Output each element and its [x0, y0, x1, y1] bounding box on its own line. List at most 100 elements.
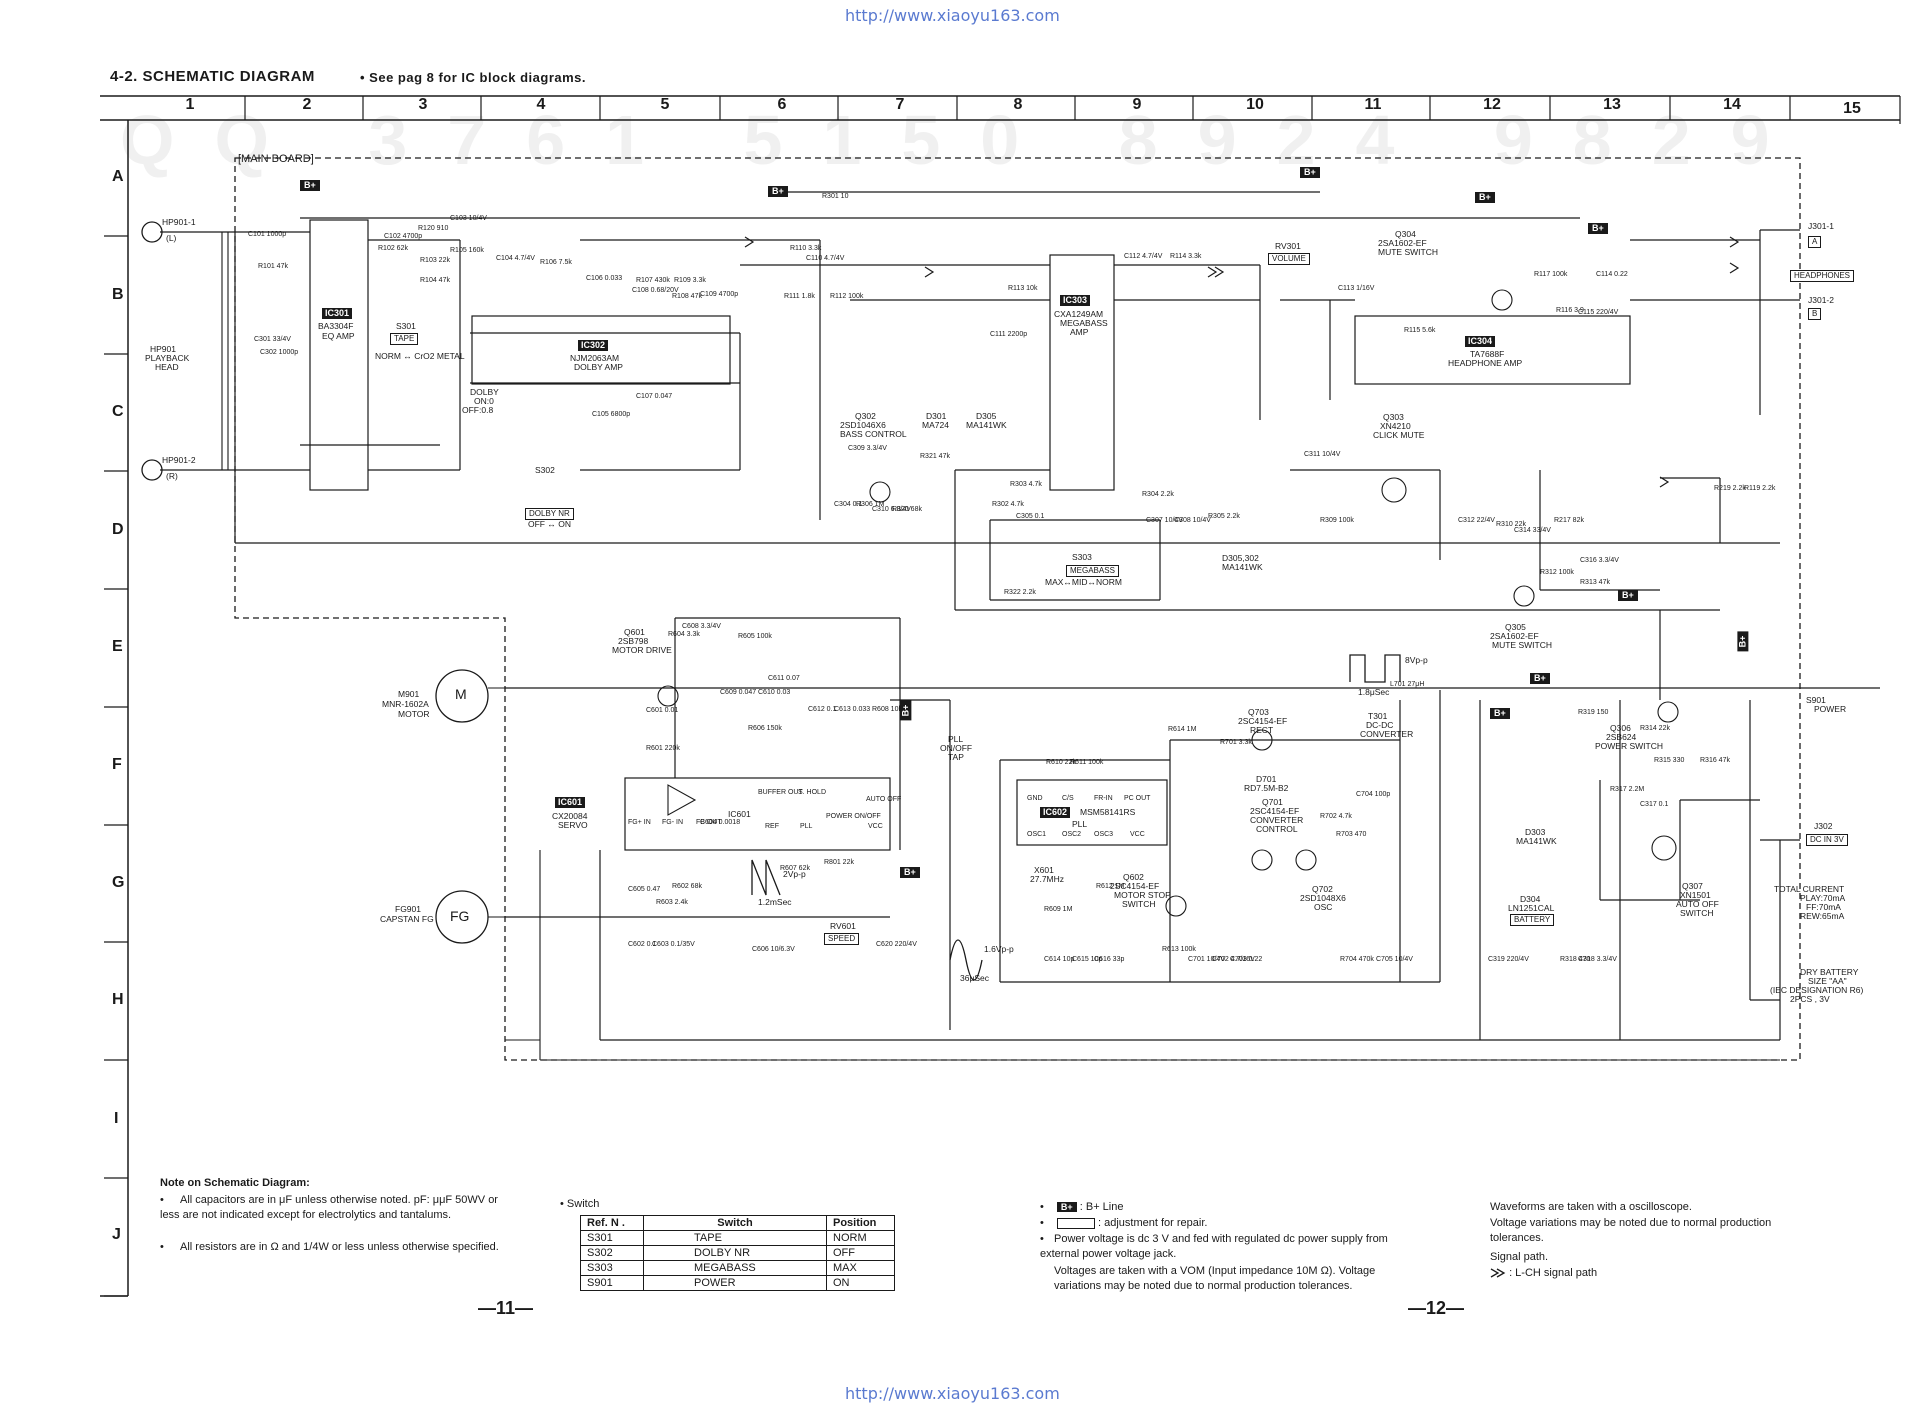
play-current: PLAY:70mA: [1800, 893, 1846, 903]
component-value: C620 220/4V: [876, 941, 917, 948]
q307-part: XN1501: [1680, 890, 1711, 900]
adjust-legend-text: : adjustment for repair.: [1097, 1217, 1208, 1229]
waveform-note: Waveforms are taken with a oscilloscope.: [1490, 1201, 1692, 1213]
component-value: R217 82k: [1554, 517, 1584, 524]
ic602-pin: C/S: [1062, 795, 1074, 802]
pll-tap: TAP: [948, 752, 964, 762]
rv301-box[interactable]: VOLUME: [1268, 253, 1310, 265]
q703-desc: RECT: [1250, 725, 1274, 735]
component-value: C703 0.22: [1230, 956, 1263, 963]
component-value: C612 0.1: [808, 706, 837, 713]
component-value: C307 10/4V: [1146, 517, 1183, 524]
component-value: R303 4.7k: [1010, 481, 1042, 488]
ic304-part: TA7688F: [1470, 349, 1505, 359]
component-value: C616 33p: [1094, 956, 1125, 963]
table-cell: S301: [580, 1230, 644, 1246]
component-value: C102 4700p: [384, 233, 423, 240]
s302-label: S302: [535, 465, 555, 475]
q304-desc: MUTE SWITCH: [1378, 247, 1438, 257]
ic601-pin: FG- IN: [662, 819, 683, 826]
ic601-pin: VCC: [868, 823, 883, 830]
s301-box[interactable]: TAPE: [390, 333, 419, 345]
q305-desc: MUTE SWITCH: [1492, 640, 1552, 650]
component-value: C615 10p: [1072, 956, 1103, 963]
q702-label: Q702: [1312, 884, 1333, 894]
voltage-var-note: Voltage variations may be noted due to n…: [1490, 1217, 1772, 1244]
dolby-on-label: DOLBY: [470, 387, 499, 397]
s303-pos: MAX↔MID↔NORM: [1045, 577, 1122, 587]
component-value: R111 1.8k: [784, 293, 815, 300]
component-value: R614 1M: [1168, 726, 1197, 733]
component-value: R309 100k: [1320, 517, 1354, 524]
d304-label: D304: [1520, 894, 1541, 904]
headphones-box[interactable]: HEADPHONES: [1790, 270, 1855, 282]
hp901-desc1: PLAYBACK: [145, 353, 190, 363]
component-value: C605 0.47: [628, 886, 661, 893]
bplus-badge: B+: [1588, 223, 1608, 234]
rv601-label: RV601: [830, 921, 856, 931]
component-value: C110 4.7/4V: [806, 255, 845, 262]
q302-desc: BASS CONTROL: [840, 429, 907, 439]
q304-part: 2SA1602-EF: [1378, 238, 1427, 248]
component-value: R313 47k: [1580, 579, 1610, 586]
col-5: 5: [660, 96, 670, 113]
component-value: C107 0.047: [636, 393, 673, 400]
ic601-pin: AUTO OFF: [866, 796, 902, 803]
component-value: C113 1/16V: [1338, 285, 1375, 292]
q703-part: 2SC4154-EF: [1238, 716, 1288, 726]
component-value: R316 47k: [1700, 757, 1730, 764]
component-value: R320 68k: [892, 506, 922, 513]
rv301-label: RV301: [1275, 241, 1301, 251]
ic602-pin: OSC3: [1094, 831, 1114, 838]
row-b: B: [112, 286, 124, 303]
d303-part: MA141WK: [1516, 836, 1557, 846]
component-value: R314 22k: [1640, 725, 1670, 732]
component-value: R120 910: [418, 225, 449, 232]
q703-label: Q703: [1248, 707, 1269, 717]
row-e: E: [112, 638, 123, 655]
component-value: R110 3.3k: [790, 245, 822, 252]
component-value: R612 1M: [1096, 883, 1125, 890]
component-value: C301 33/4V: [254, 336, 291, 343]
col-15: 15: [1843, 100, 1861, 117]
row-a: A: [112, 168, 124, 185]
s303-box[interactable]: MEGABASS: [1066, 565, 1119, 577]
col-11: 11: [1364, 96, 1382, 113]
component-value: R602 68k: [672, 883, 702, 890]
q303-label: Q303: [1383, 412, 1404, 422]
board-label: [MAIN BOARD]: [238, 153, 314, 165]
component-value: R801 22k: [824, 859, 854, 866]
hp901-desc2: HEAD: [155, 362, 179, 372]
top-url[interactable]: http://www.xiaoyu163.com: [845, 6, 1060, 25]
component-value: R702 4.7k: [1320, 813, 1352, 820]
t301-desc2: CONVERTER: [1360, 729, 1414, 739]
ic601-pin: FB OUT: [696, 819, 722, 826]
s302-box[interactable]: DOLBY NR: [525, 508, 574, 520]
q701-desc: CONVERTER: [1250, 815, 1304, 825]
bplus-badge: B+: [1737, 631, 1749, 652]
j301-b-box: B: [1808, 308, 1822, 320]
component-value: C112 4.7/4V: [1124, 253, 1163, 260]
rv601-box[interactable]: SPEED: [824, 933, 860, 945]
q307-label: Q307: [1682, 881, 1703, 891]
d301-part: MA724: [922, 420, 949, 430]
component-value: R114 3.3k: [1170, 253, 1202, 260]
t301-desc1: DC-DC: [1366, 720, 1394, 730]
component-value: C305 0.1: [1016, 513, 1045, 520]
component-value: C317 0.1: [1640, 801, 1669, 808]
dc-in-box[interactable]: DC IN 3V: [1806, 834, 1848, 846]
waveform-time: 36μSec: [960, 973, 989, 983]
page-subtitle: • See pag 8 for IC block diagrams.: [360, 70, 587, 85]
col-9: 9: [1132, 96, 1142, 113]
component-value: R108 47k: [672, 293, 702, 300]
waveform-time: 1.2mSec: [758, 897, 792, 907]
watermark-row: QQ 3761 5150 8924 9829: [120, 101, 1810, 179]
col-6: 6: [777, 96, 787, 113]
bottom-url[interactable]: http://www.xiaoyu163.com: [845, 1384, 1060, 1403]
component-value: R101 47k: [258, 263, 288, 270]
component-value: C106 0.033: [586, 275, 623, 282]
signal-note: Signal path.: [1490, 1251, 1549, 1263]
